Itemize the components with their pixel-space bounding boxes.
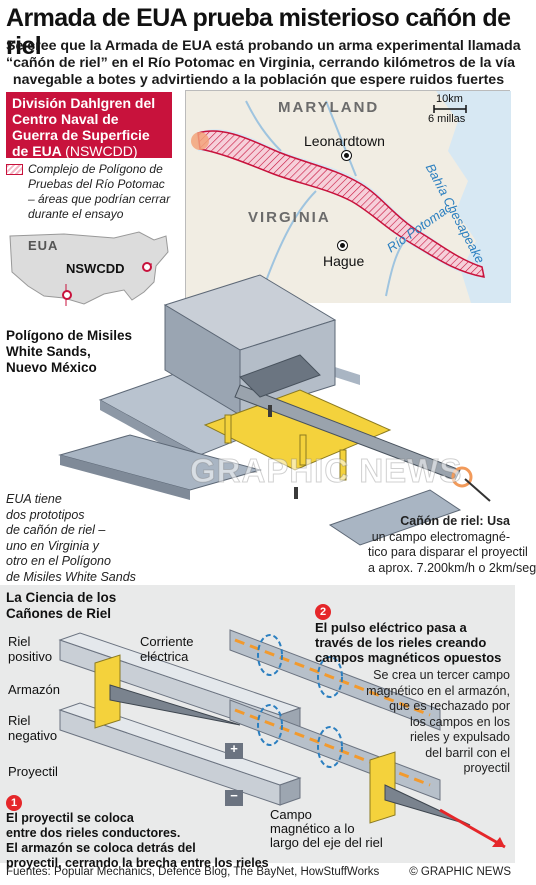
prototypes-note: EUA tiene dos prototipos de cañón de rie… — [6, 492, 136, 584]
subtitle-line: “cañón de riel” en el Río Potomac en Vir… — [6, 55, 516, 71]
watermark: GRAPHIC NEWS — [189, 452, 463, 490]
railgun-facility-illustration — [58, 274, 491, 546]
scale-km: 10km — [436, 93, 463, 105]
map-legend: Complejo de Polígono de Pruebas del Río … — [6, 162, 181, 222]
legend-line: durante el ensayo — [28, 207, 124, 221]
usa-label: EUA — [28, 238, 59, 253]
subtitle: Se cree que la Armada de EUA está proban… — [6, 38, 521, 89]
science-diagram — [58, 629, 506, 849]
subtitle-line: navegable a botes y advirtiendo a la pob… — [12, 72, 505, 88]
restricted-swatch — [6, 164, 23, 175]
legend-line: – áreas que podrían cerrar — [28, 192, 171, 206]
scale-mi: 6 millas — [428, 113, 466, 125]
nswcdd-marker — [142, 262, 152, 272]
rail-negative-label: Riel negativo — [8, 713, 58, 743]
footer: Fuentes: Popular Mechanics, Defence Blog… — [6, 866, 511, 878]
leonardtown-label: Leonardtown — [304, 133, 385, 149]
facility-line: División Dahlgren del — [12, 95, 156, 111]
current-label: Corriente eléctrica — [140, 634, 194, 664]
science-title: La Ciencia de los Cañones de Riel — [6, 590, 117, 621]
subtitle-line: Se cree que la Armada de EUA está proban… — [6, 38, 521, 54]
credit: © GRAPHIC NEWS — [409, 866, 511, 878]
projectile-label: Proyectil — [8, 764, 58, 779]
facility-box: División Dahlgren del Centro Naval de Gu… — [6, 92, 172, 159]
page-title: Armada de EUA prueba misterioso cañón de… — [6, 4, 511, 60]
leonardtown-dot — [342, 151, 351, 160]
step-1-number: 1 — [6, 795, 22, 811]
map-svg — [186, 91, 511, 303]
legend-line: Pruebas del Río Potomac — [28, 177, 165, 191]
railgun-note: Cañón de riel: Usa un campo electromagné… — [368, 514, 536, 575]
armature-label: Armazón — [8, 682, 61, 697]
step-2-description: Se crea un tercer campo magnético en el … — [366, 668, 510, 775]
nswcdd-label: NSWCDD — [66, 261, 125, 276]
field-label: Campo magnético a lo largo del eje del r… — [270, 807, 383, 850]
facility-marker — [191, 132, 209, 150]
legend-line: Complejo de Polígono de — [28, 162, 163, 176]
usa-inset — [9, 231, 169, 306]
facility-line: Centro Naval de — [12, 111, 119, 127]
white-sands-marker — [62, 290, 72, 300]
maryland-label: MARYLAND — [278, 99, 380, 116]
rail-positive-label: Riel positivo — [8, 634, 53, 664]
virginia-label: VIRGINIA — [248, 209, 331, 226]
facility-line: Guerra de Superficie — [12, 127, 150, 143]
potomac-map: MARYLAND VIRGINIA Leonardtown Hague Bahí… — [185, 90, 511, 303]
white-sands-callout: Polígono de Misiles White Sands, Nuevo M… — [6, 328, 133, 375]
hague-dot — [338, 241, 347, 250]
sources: Fuentes: Popular Mechanics, Defence Blog… — [6, 866, 380, 878]
hague-label: Hague — [323, 253, 365, 269]
step-2-number: 2 — [315, 604, 331, 620]
facility-line: de EUA (NSWCDD) — [12, 143, 138, 159]
plus-sign: + — [230, 741, 238, 756]
minus-sign: − — [230, 788, 238, 803]
